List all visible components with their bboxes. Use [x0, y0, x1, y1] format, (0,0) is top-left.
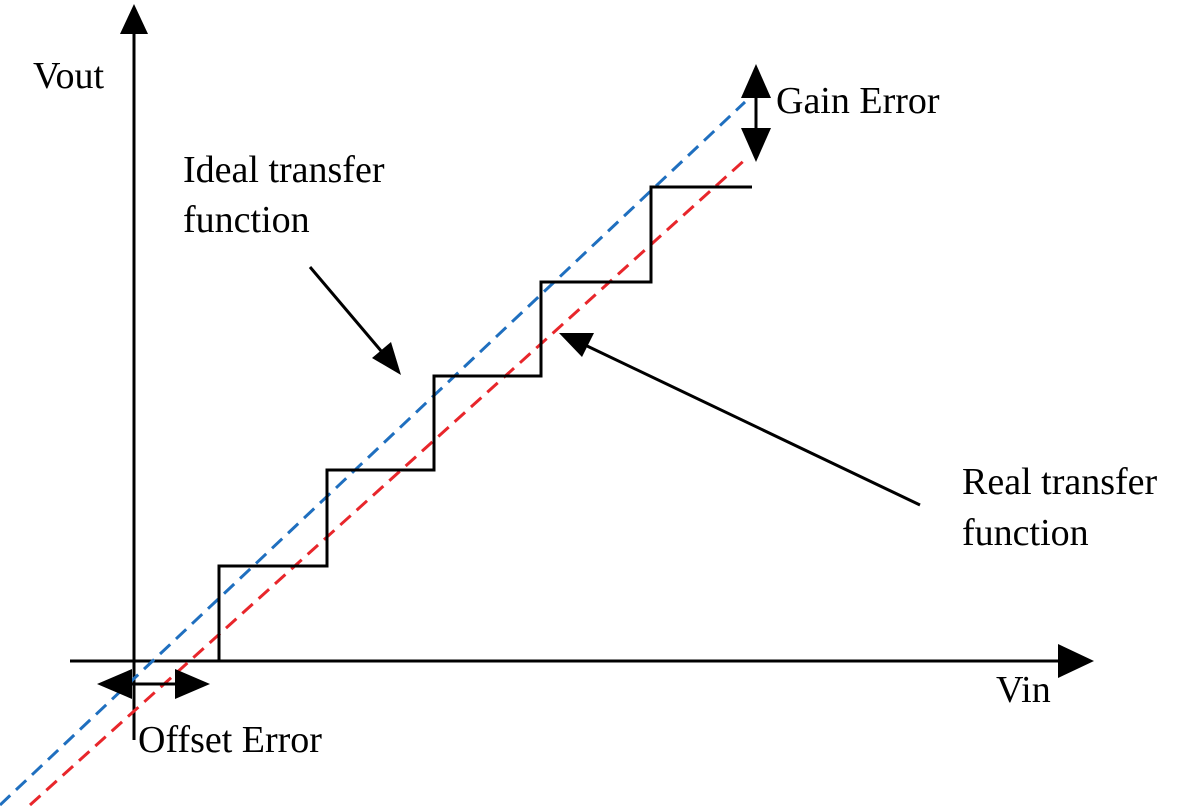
ideal-label-line1: Ideal transfer	[183, 149, 385, 191]
ideal-transfer-line	[0, 100, 747, 807]
x-axis-label: Vin	[996, 669, 1051, 711]
offset-error-label: Offset Error	[138, 719, 322, 761]
real-transfer-line	[28, 155, 750, 807]
gain-error-arrow	[741, 64, 771, 162]
y-axis-label: Vout	[33, 55, 105, 97]
y-axis-arrowhead	[120, 4, 148, 34]
axes	[70, 4, 1094, 740]
staircase-transfer	[217, 185, 752, 661]
ideal-label-line2: function	[183, 199, 310, 241]
ideal-pointer-arrow	[308, 266, 401, 375]
offset-error-arrow	[97, 669, 210, 699]
real-pointer-arrow	[559, 333, 921, 507]
x-axis-arrowhead	[1058, 644, 1094, 678]
gain-error-label: Gain Error	[776, 80, 940, 122]
real-label-line2: function	[962, 512, 1089, 554]
real-label-line1: Real transfer	[962, 461, 1158, 503]
